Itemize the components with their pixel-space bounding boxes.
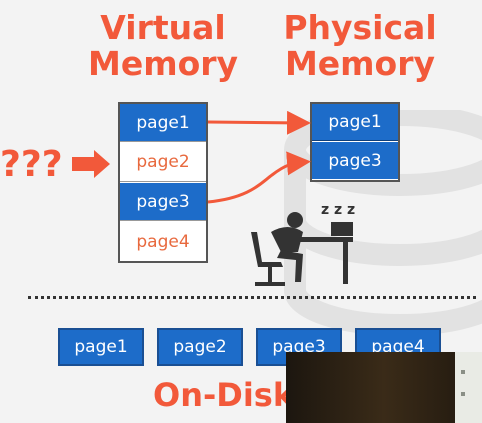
request-question-marks: ???	[0, 144, 63, 185]
sleep-text: z z z	[321, 202, 355, 218]
virtual-page-2: page2	[120, 143, 206, 182]
arrow-page3	[207, 151, 311, 204]
disk-page-2: page2	[157, 328, 243, 366]
arrow-page1	[207, 110, 311, 135]
request-arrow-icon	[72, 150, 110, 178]
video-overlay	[286, 352, 482, 423]
disk-page-1: page1	[58, 328, 144, 366]
sleeping-worker-icon: z z z	[251, 202, 355, 286]
memory-disk-divider	[28, 296, 476, 299]
background-database-watermark	[284, 110, 482, 336]
virtual-page-4: page4	[120, 222, 206, 261]
physical-frame-1: page1	[312, 104, 398, 141]
physical-frame-2: page3	[312, 142, 398, 179]
video-overlay-edge	[455, 352, 482, 423]
on-disk-title: On-Disk	[153, 376, 295, 414]
virtual-page-1: page1	[120, 104, 206, 142]
virtual-page-3: page3	[120, 183, 206, 221]
